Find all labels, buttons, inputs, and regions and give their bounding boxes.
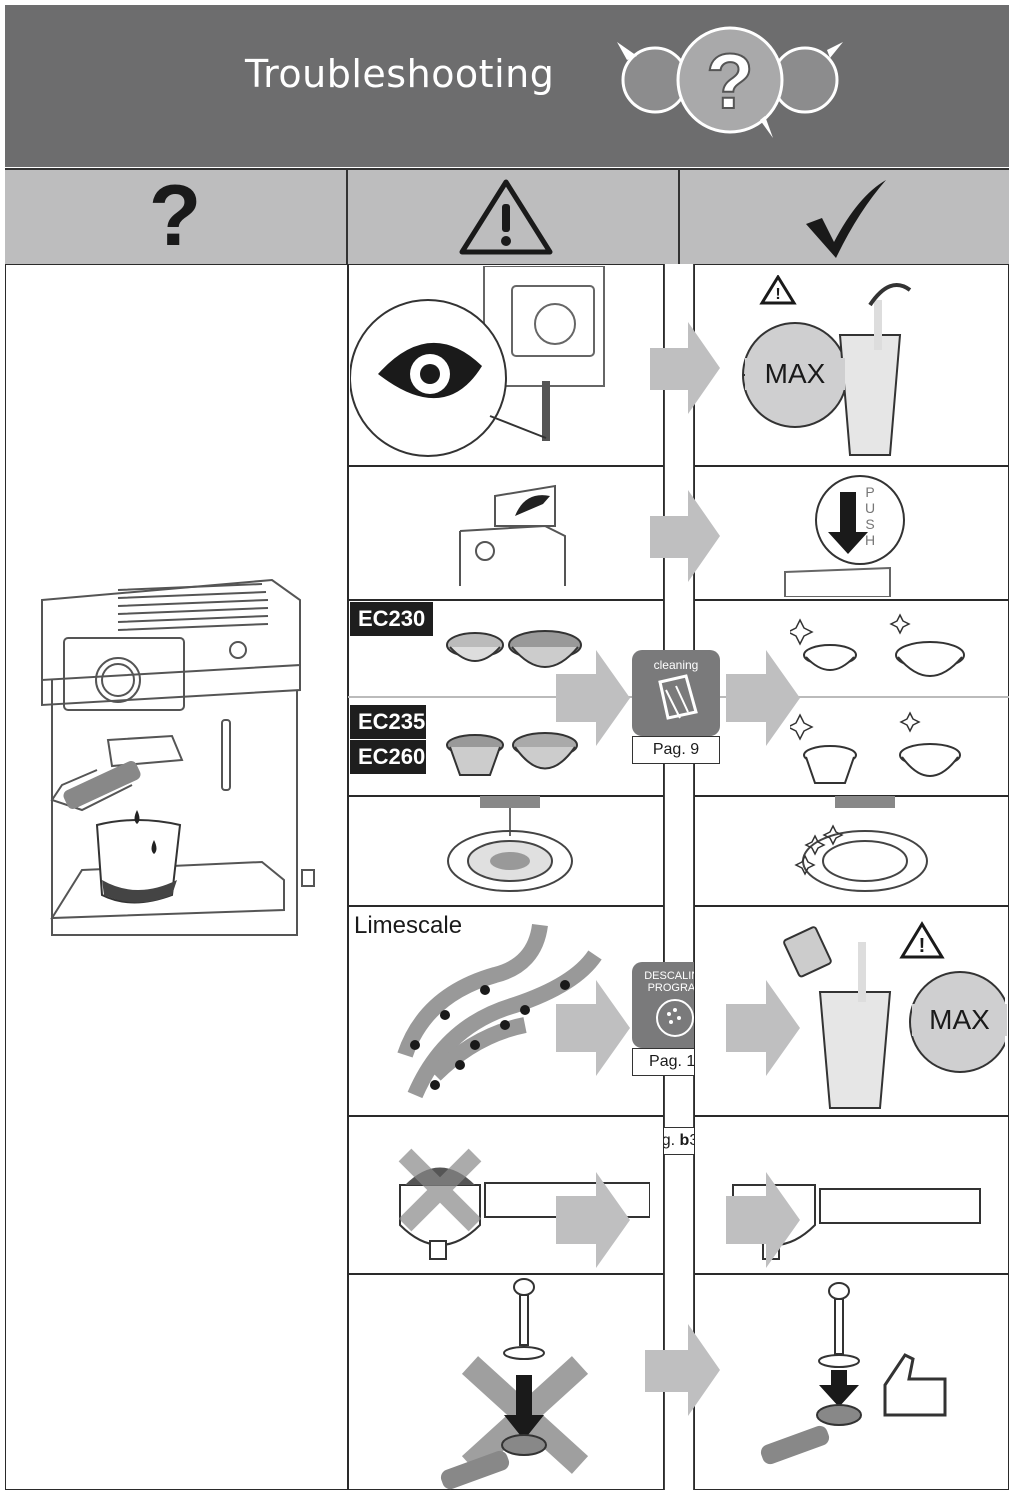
max-label-top: MAX — [745, 358, 845, 390]
cleaning-page-ref: Pag. 9 — [632, 736, 720, 764]
model-label-ec260: EC260 — [350, 740, 426, 775]
model-label-ec235: EC235 — [350, 705, 426, 740]
max-label-bottom: MAX — [912, 1004, 1007, 1036]
descaling-badge-line1: DESCALING — [644, 970, 708, 982]
cleaning-badge-label: cleaning — [653, 658, 699, 672]
espresso-machine-illustration — [41, 578, 315, 936]
descaling-badge-line2: PROGRAM — [647, 982, 705, 994]
dirty-shower-illustration — [447, 796, 573, 892]
correct-tamping-illustration — [760, 1282, 947, 1465]
svg-text:?: ? — [706, 37, 754, 125]
column-divider — [346, 168, 348, 266]
push-label: PUSH — [864, 484, 876, 548]
limescale-heater-illustration — [397, 923, 602, 1099]
figure-ref-bold: b — [679, 1132, 690, 1149]
svg-text:!: ! — [919, 935, 926, 957]
row-divider — [348, 696, 664, 698]
header-banner — [5, 5, 1009, 167]
cleaning-badge: cleaning — [632, 650, 720, 736]
cleaning-hand-icon — [658, 674, 698, 720]
figure-ref-suffix: 3 — [689, 1132, 698, 1149]
page-title: Troubleshooting — [245, 52, 555, 96]
open-lid-illustration — [459, 484, 566, 586]
row2-cause — [348, 466, 664, 600]
help-question-icon: ? — [617, 26, 843, 138]
column-divider — [678, 168, 680, 266]
checkmark-icon — [806, 180, 886, 258]
model-label-ec230: EC230 — [350, 602, 434, 637]
eye-check-illustration — [350, 266, 605, 457]
warning-icon — [459, 179, 553, 255]
clean-filters-illustration — [790, 613, 965, 784]
svg-text:!: ! — [775, 286, 780, 303]
problem-column-symbol: ? — [148, 168, 202, 264]
clean-shower-illustration — [794, 796, 928, 892]
push-lid-illustration — [784, 475, 905, 597]
problem-panel — [5, 264, 348, 1490]
center-divider — [664, 264, 694, 1490]
dirty-filters-illustration — [446, 630, 582, 776]
row-divider — [694, 696, 1009, 698]
descaling-icon — [656, 999, 694, 1037]
limescale-label: Limescale — [354, 912, 463, 939]
wrong-tamping-illustration — [440, 1278, 589, 1490]
